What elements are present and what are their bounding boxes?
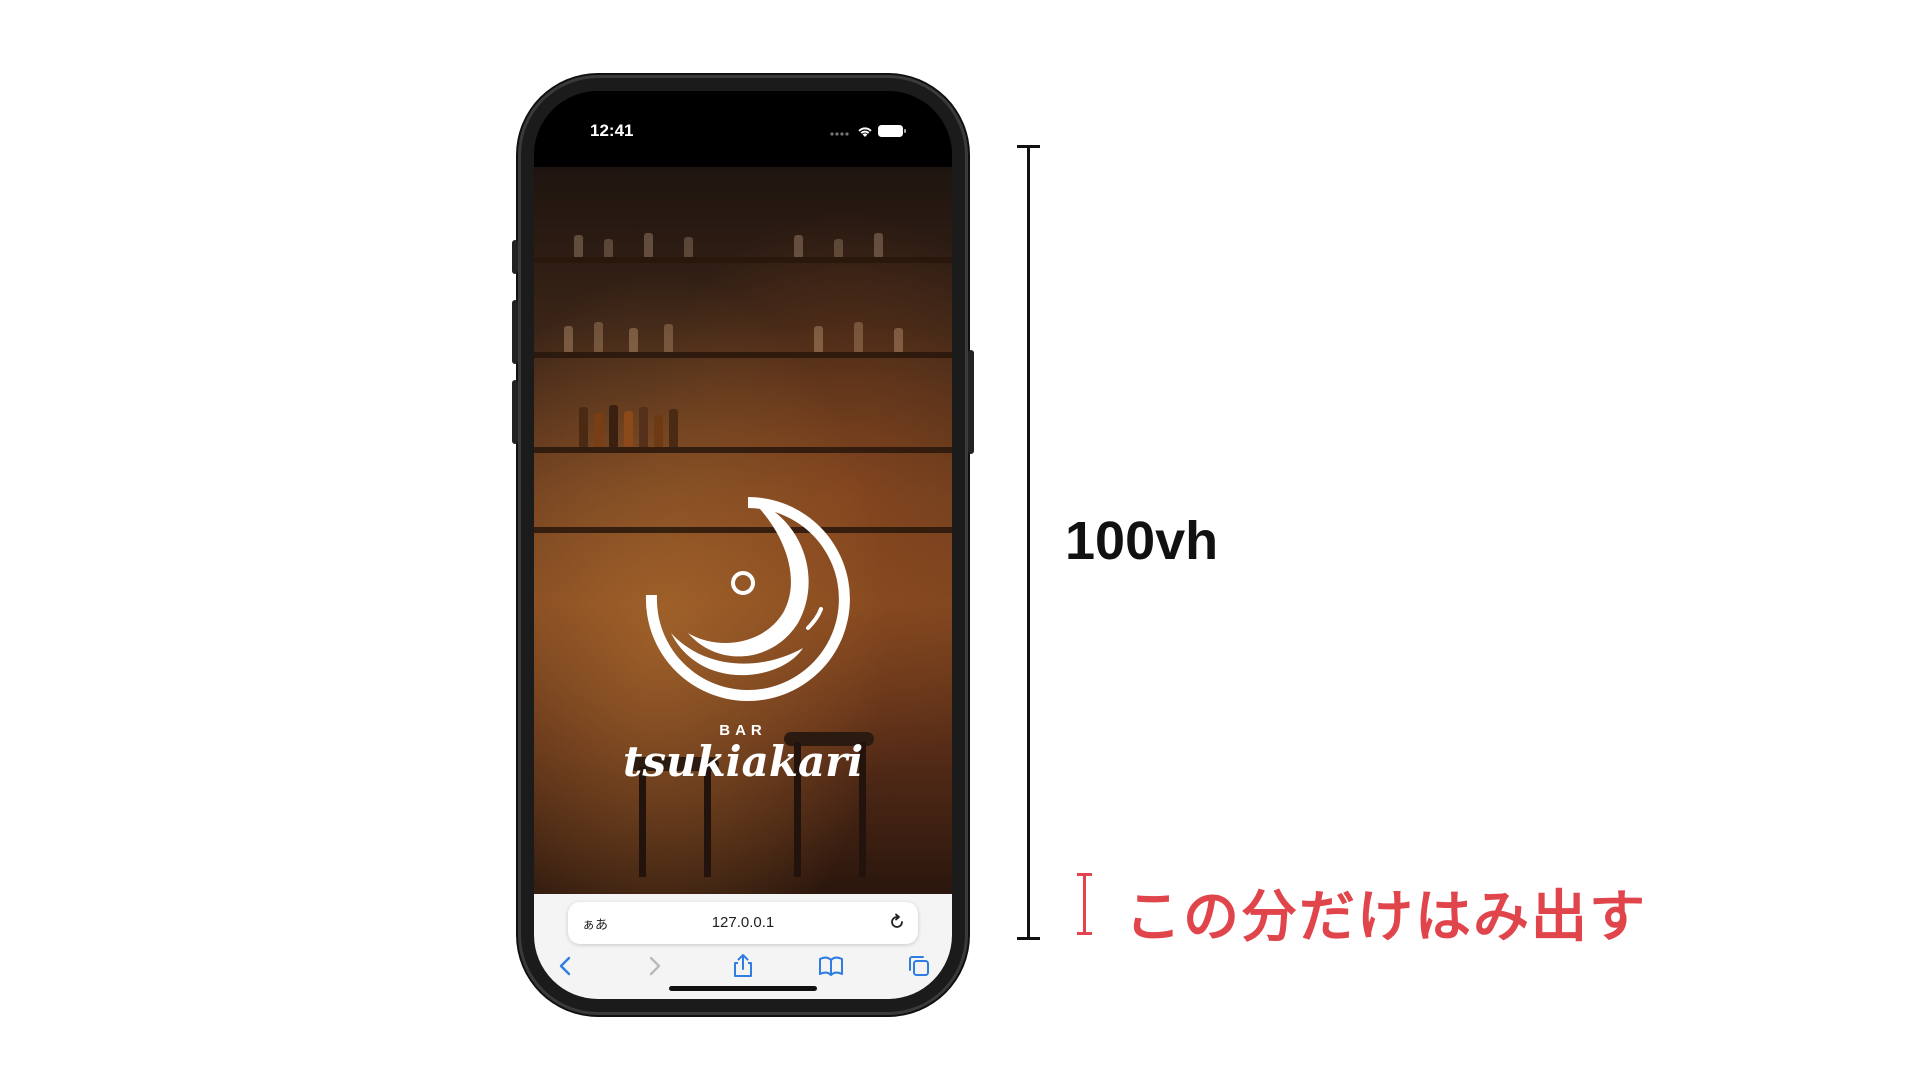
overflow-bracket-cap-top	[1077, 873, 1092, 876]
glass	[604, 239, 613, 257]
glass	[874, 233, 883, 257]
bottle-row	[534, 227, 952, 257]
home-indicator[interactable]	[669, 986, 817, 991]
glass	[834, 239, 843, 257]
battery-icon	[878, 125, 906, 137]
site-logo[interactable]: BAR tsukiakari	[623, 483, 863, 823]
hero-background: BAR tsukiakari	[534, 167, 952, 894]
crescent-moon-logo-icon	[645, 497, 850, 701]
stool-leg	[704, 767, 711, 877]
viewport-height-cap-bottom	[1017, 937, 1040, 940]
overflow-bracket-cap-bottom	[1077, 932, 1092, 935]
bottle	[639, 407, 648, 447]
bar-shelf	[534, 352, 952, 358]
glass	[684, 237, 693, 257]
bottle	[579, 407, 588, 447]
side-button-volume-up	[512, 300, 518, 364]
glass	[814, 326, 823, 352]
wifi-icon	[858, 127, 872, 137]
stool-leg	[859, 742, 866, 877]
viewport-height-line	[1027, 146, 1030, 939]
bottle	[624, 411, 633, 447]
glass	[644, 233, 653, 257]
overflow-bracket	[1083, 874, 1086, 934]
bookmarks-icon[interactable]	[817, 952, 845, 980]
side-button-silent	[512, 240, 518, 274]
reload-icon[interactable]	[888, 913, 906, 936]
glass	[794, 235, 803, 257]
share-icon[interactable]	[729, 952, 757, 980]
overflow-label: この分だけはみ出す	[1125, 885, 1647, 948]
back-icon[interactable]	[552, 952, 580, 980]
viewport-height-label: 100vh	[1065, 511, 1219, 571]
glass	[664, 324, 673, 352]
status-time: 12:41	[590, 121, 634, 140]
logo-name-text: tsukiakari	[623, 737, 864, 786]
safari-toolbar	[534, 952, 952, 982]
side-button-power	[968, 350, 974, 454]
glass	[564, 326, 573, 352]
bottle	[654, 415, 663, 447]
page-format-button[interactable]: ぁあ	[582, 917, 609, 932]
bottle	[609, 405, 618, 447]
bar-stool	[629, 757, 719, 771]
forward-icon[interactable]	[640, 952, 668, 980]
stool-leg	[639, 767, 646, 877]
address-bar[interactable]: ぁあ 127.0.0.1	[568, 902, 918, 944]
stool-leg	[794, 742, 801, 877]
bottle	[594, 413, 603, 447]
glass	[594, 322, 603, 352]
bar-stool	[784, 732, 874, 746]
bottle-row	[534, 402, 952, 447]
glass	[854, 322, 863, 352]
bar-shelf	[534, 257, 952, 263]
safari-bottom-bar: ぁあ 127.0.0.1	[534, 894, 952, 999]
phone-mockup: 12:41	[512, 75, 974, 1015]
bottle-row	[534, 317, 952, 352]
logo-bar-text: BAR	[719, 722, 767, 739]
url-text[interactable]: 127.0.0.1	[711, 914, 775, 931]
bottle	[669, 409, 678, 447]
bar-shelf	[534, 527, 952, 533]
glass	[629, 328, 638, 352]
status-bar: 12:41	[534, 91, 952, 167]
phone-screen: 12:41	[534, 91, 952, 999]
dynamic-island	[680, 103, 806, 139]
glass	[894, 328, 903, 352]
bar-shelf	[534, 447, 952, 453]
signal-dots-icon	[830, 132, 849, 136]
tabs-icon[interactable]	[905, 952, 933, 980]
status-icons	[830, 123, 908, 139]
viewport-height-cap-top	[1017, 145, 1040, 148]
glass	[574, 235, 583, 257]
side-button-volume-down	[512, 380, 518, 444]
